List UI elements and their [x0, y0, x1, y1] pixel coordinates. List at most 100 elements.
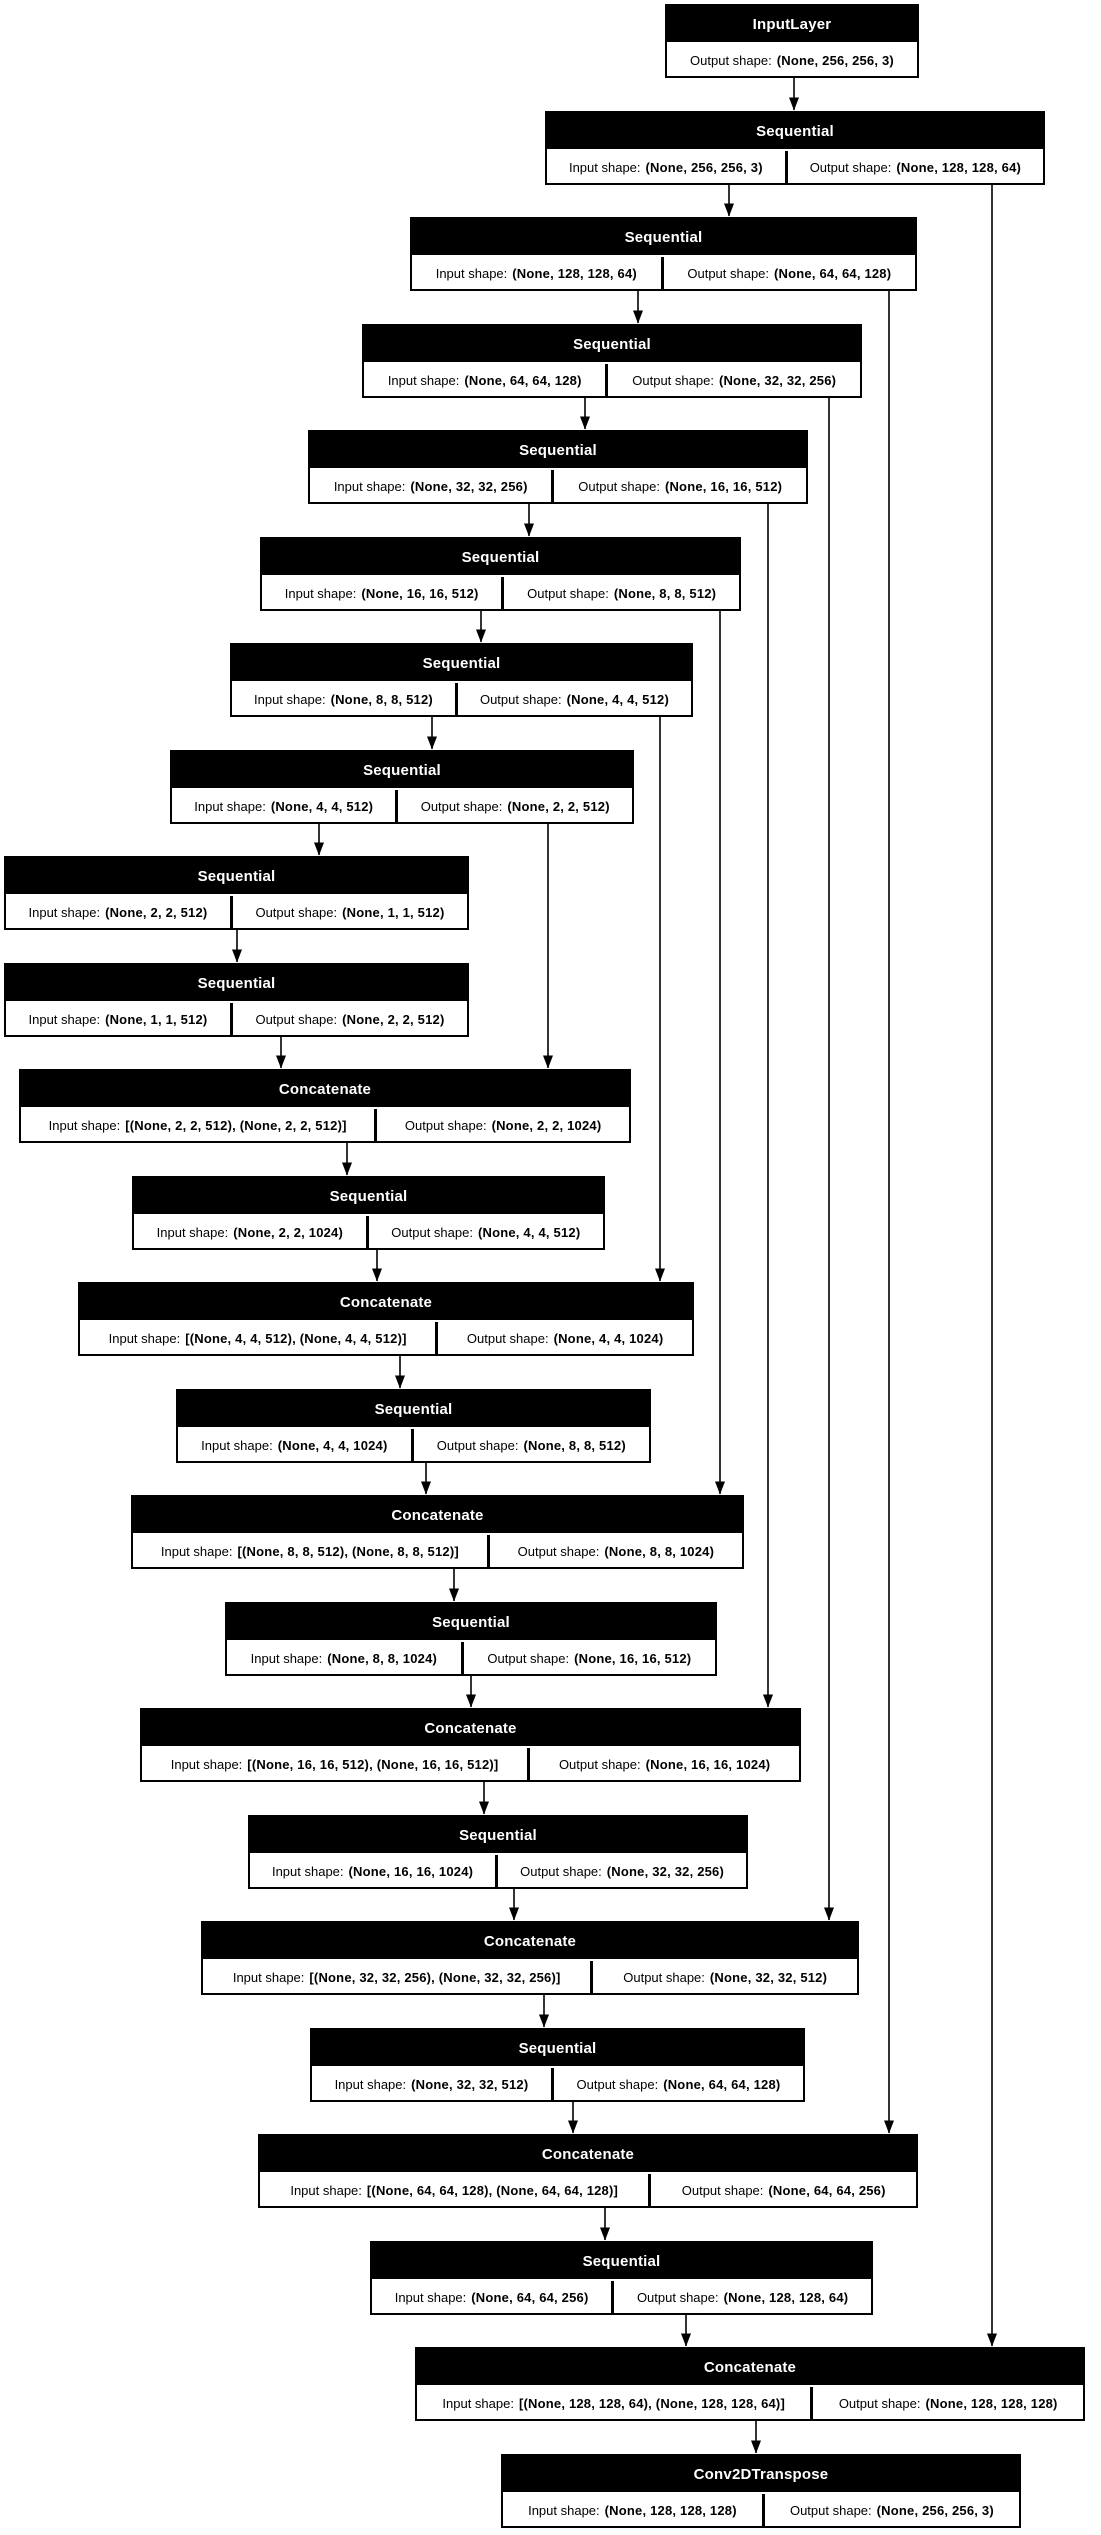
shape-label: Output shape: — [466, 1330, 549, 1346]
shape-value: (None, 64, 64, 256) — [471, 2289, 589, 2305]
shape-value: (None, 8, 8, 512) — [330, 691, 433, 707]
shape-value: [(None, 2, 2, 512), (None, 2, 2, 512)] — [125, 1117, 347, 1133]
layer-type-title: Conv2DTranspose — [693, 2465, 829, 2483]
layer-type-title: Sequential — [756, 122, 834, 140]
shape-cells-row: Input shape:(None, 128, 128, 128)Output … — [503, 2492, 1019, 2526]
output-shape-cell: Output shape:(None, 32, 32, 256) — [495, 1855, 746, 1887]
shape-label: Output shape: — [578, 478, 660, 494]
input-shape-cell: Input shape:(None, 2, 2, 1024) — [134, 1216, 366, 1248]
shape-label: Input shape: — [232, 1969, 305, 1985]
shape-value: (None, 8, 8, 1024) — [604, 1543, 715, 1559]
layer-type-title: Sequential — [518, 2039, 597, 2057]
output-shape-cell: Output shape:(None, 32, 32, 256) — [605, 364, 861, 396]
shape-label: Input shape: — [394, 2289, 467, 2305]
layer-type-title: InputLayer — [752, 15, 832, 33]
input-shape-cell: Input shape:(None, 128, 128, 128) — [503, 2494, 762, 2526]
input-shape-cell: Input shape:(None, 256, 256, 3) — [547, 151, 785, 183]
shape-value: (None, 4, 4, 512) — [270, 798, 374, 814]
shape-value: (None, 4, 4, 1024) — [553, 1330, 664, 1346]
shape-label: Input shape: — [284, 585, 357, 601]
shape-value: [(None, 128, 128, 64), (None, 128, 128, … — [518, 2395, 785, 2411]
output-shape-cell: Output shape:(None, 64, 64, 128) — [550, 2068, 804, 2100]
shape-label: Output shape: — [404, 1117, 487, 1133]
shape-label: Output shape: — [636, 2289, 719, 2305]
layer-type-title: Sequential — [582, 2252, 661, 2270]
shape-label: Input shape: — [271, 1863, 344, 1879]
shape-value: (None, 64, 64, 128) — [663, 2076, 781, 2092]
shape-value: (None, 1, 1, 512) — [342, 904, 445, 920]
input-shape-cell: Input shape:(None, 32, 32, 256) — [310, 470, 552, 502]
shape-value: (None, 4, 4, 1024) — [277, 1437, 388, 1453]
shape-label: Output shape: — [520, 1863, 602, 1879]
shape-value: (None, 256, 256, 3) — [776, 52, 894, 68]
shape-label: Input shape: — [442, 2395, 514, 2411]
shape-label: Input shape: — [108, 1330, 181, 1346]
layer-type-title: Concatenate — [703, 2358, 797, 2376]
shape-cells-row: Input shape:(None, 2, 2, 512)Output shap… — [6, 894, 468, 928]
shape-label: Input shape: — [28, 1011, 101, 1027]
shape-value: (None, 128, 128, 64) — [896, 159, 1022, 175]
shape-label: Output shape: — [391, 1224, 473, 1240]
output-shape-cell: Output shape:(None, 16, 16, 512) — [551, 470, 807, 502]
shape-cells-row: Input shape:(None, 16, 16, 512)Output sh… — [262, 575, 739, 609]
shape-cells-row: Input shape:[(None, 16, 16, 512), (None,… — [142, 1746, 800, 1780]
shape-value: (None, 2, 2, 1024) — [233, 1224, 344, 1240]
shape-label: Output shape: — [558, 1756, 641, 1772]
layer-type-title: Sequential — [422, 654, 501, 672]
input-shape-cell: Input shape:(None, 64, 64, 256) — [372, 2281, 612, 2313]
shape-value: (None, 16, 16, 512) — [664, 478, 783, 494]
shape-label: Output shape: — [809, 159, 892, 175]
input-shape-cell: Input shape:[(None, 64, 64, 128), (None,… — [260, 2174, 649, 2206]
shape-label: Output shape: — [255, 1011, 338, 1027]
layer-type-title: Concatenate — [541, 2145, 635, 2163]
layer-type-title: Concatenate — [339, 1293, 433, 1311]
layer-type-title: Concatenate — [483, 1932, 577, 1950]
shape-cells-row: Input shape:(None, 64, 64, 256) Output sh… — [372, 2279, 871, 2313]
shape-value: (None, 32, 32, 512) — [709, 1969, 828, 1985]
output-shape-cell: Output shape:(None, 8, 8, 512) — [410, 1429, 649, 1461]
shape-label: Input shape: — [435, 265, 508, 281]
output-shape-cell: Output shape:(None, 16, 16, 512) — [460, 1642, 716, 1674]
shape-cells-row: Input shape:[(None, 128, 128, 64), (None… — [417, 2385, 1083, 2419]
shape-value: (None, 2, 2, 512) — [507, 798, 610, 814]
shape-label: Input shape: — [333, 478, 406, 494]
input-shape-cell: Input shape:[(None, 128, 128, 64), (None… — [417, 2387, 811, 2419]
layer-type-title: Sequential — [432, 1613, 510, 1631]
output-shape-cell: Output shape:(None, 1, 1, 512) — [229, 896, 468, 928]
shape-value: (None, 64, 64, 128) — [774, 265, 892, 281]
shape-value: (None, 4, 4, 512) — [566, 691, 670, 707]
shape-label: Input shape: — [160, 1543, 233, 1559]
output-shape-cell: Output shape:(None, 128, 128, 128) — [810, 2387, 1083, 2419]
shape-value: [(None, 16, 16, 512), (None, 16, 16, 512… — [247, 1756, 499, 1772]
shape-cells-row: Input shape:(None, 16, 16, 1024)Output s… — [250, 1853, 746, 1887]
shape-label: Input shape: — [568, 159, 641, 175]
shape-label: Output shape: — [576, 2076, 659, 2092]
layer-type-title: Sequential — [519, 441, 597, 459]
shape-label: Output shape: — [527, 585, 609, 601]
shape-label: Output shape: — [487, 1650, 570, 1666]
output-shape-cell: Output shape:(None, 256, 256, 3) — [667, 44, 917, 76]
shape-value: (None, 128, 128, 128) — [604, 2502, 737, 2518]
shape-value: (None, 8, 8, 1024) — [327, 1650, 438, 1666]
shape-value: (None, 32, 32, 256) — [606, 1863, 725, 1879]
layer-type-title: Sequential — [374, 1400, 453, 1418]
shape-label: Output shape: — [690, 52, 772, 68]
shape-value: (None, 64, 64, 128) — [464, 372, 582, 388]
output-shape-cell: Output shape:(None, 4, 4, 512) — [454, 683, 692, 715]
output-shape-cell: Output shape:(None, 2, 2, 512) — [229, 1003, 468, 1035]
output-shape-cell: Output shape:(None, 16, 16, 1024) — [527, 1748, 800, 1780]
shape-label: Output shape: — [632, 372, 714, 388]
shape-label: Input shape: — [194, 798, 266, 814]
